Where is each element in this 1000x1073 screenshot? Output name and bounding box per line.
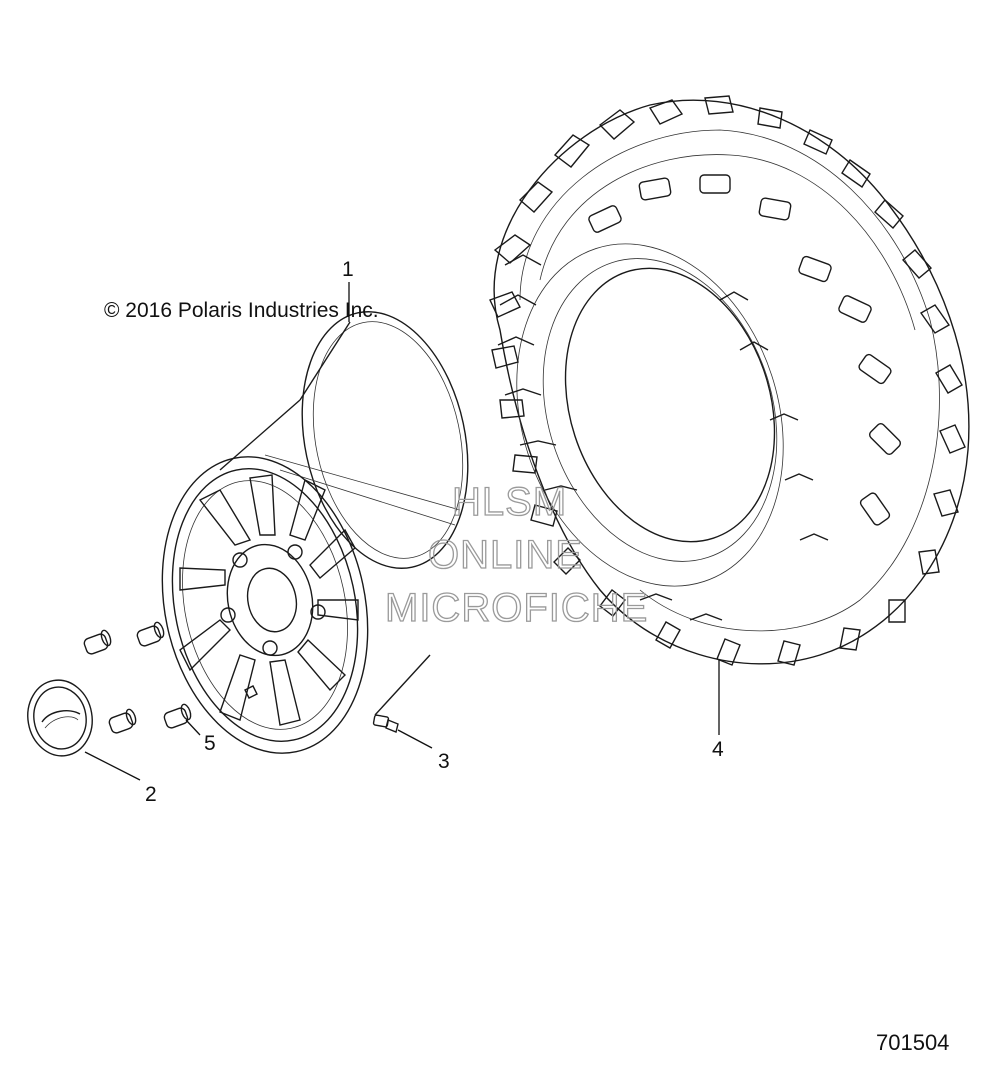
callout-2: 2: [145, 783, 157, 806]
lug-nut: [163, 703, 192, 729]
lug-nut: [136, 621, 165, 647]
sidewall-chevrons: [497, 254, 829, 621]
center-cap: [27, 679, 93, 757]
leader-lines: [84, 282, 720, 781]
lug-nut: [83, 629, 112, 655]
callout-3: 3: [438, 750, 450, 773]
diagram-number: 701504: [876, 1030, 949, 1055]
wheel-spokes: [179, 474, 359, 726]
watermark-line-3: MICROFICHE: [385, 586, 648, 630]
tread-blocks: [489, 95, 966, 666]
callout-4: 4: [712, 738, 724, 761]
lug-nut: [108, 708, 137, 734]
callout-5: 5: [204, 732, 216, 755]
inner-tread: [588, 174, 902, 526]
valve-stem: [372, 714, 399, 733]
callout-1: 1: [342, 258, 354, 281]
watermark-line-1: HLSM: [452, 480, 567, 524]
watermark: HLSM ONLINE MICROFICHE: [384, 479, 648, 630]
watermark-line-2: ONLINE: [428, 533, 583, 577]
lug-nuts: [83, 621, 192, 734]
tire: [489, 95, 970, 666]
copyright-notice: © 2016 Polaris Industries Inc.: [104, 299, 379, 322]
wheel-rim: [161, 311, 469, 754]
